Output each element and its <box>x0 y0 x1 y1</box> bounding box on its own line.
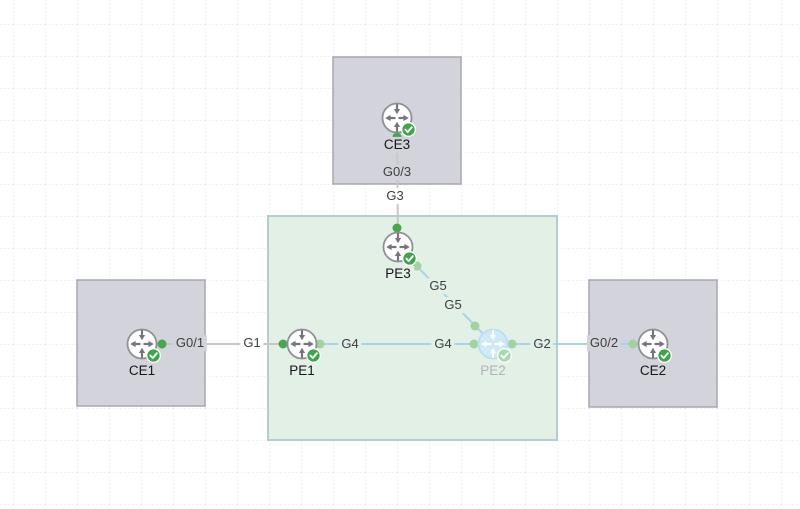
port-dot-pe2-g4 <box>469 339 479 349</box>
iface-label-ce1-g0-1[interactable]: G0/1 <box>172 335 208 351</box>
port-dot-pe1-g4 <box>315 339 325 349</box>
router-icon <box>126 328 161 363</box>
router-icon <box>286 328 321 363</box>
iface-label-ce2-g0-2[interactable]: G0/2 <box>586 335 622 351</box>
node-label-pe1[interactable]: PE1 <box>286 362 318 380</box>
node-label-ce3[interactable]: CE3 <box>380 136 414 154</box>
node-pe3[interactable]: PE3 <box>376 225 420 283</box>
node-ce2[interactable]: CE2 <box>631 322 675 380</box>
router-icon <box>477 328 512 363</box>
iface-label-ce3-g0-3[interactable]: G0/3 <box>379 164 415 180</box>
iface-label-pe2-g5[interactable]: G5 <box>441 297 465 313</box>
status-check-icon <box>146 348 161 363</box>
node-pe2[interactable]: PE2 <box>471 322 515 380</box>
router-icon <box>381 102 416 137</box>
node-label-ce2[interactable]: CE2 <box>636 362 670 380</box>
port-dot-pe2-g5 <box>470 321 480 331</box>
status-check-icon <box>657 348 672 363</box>
iface-label-pe2-g4[interactable]: G4 <box>431 336 455 352</box>
iface-label-pe1-g4[interactable]: G4 <box>338 336 362 352</box>
status-check-icon <box>497 348 512 363</box>
status-check-icon <box>401 122 416 137</box>
node-ce3[interactable]: CE3 <box>375 96 419 154</box>
port-dot-ce2-g0-2 <box>628 339 638 349</box>
port-dot-ce1-g0-1 <box>157 339 167 349</box>
iface-label-pe2-g2[interactable]: G2 <box>530 336 554 352</box>
node-label-pe2[interactable]: PE2 <box>477 362 509 380</box>
router-icon <box>637 328 672 363</box>
node-label-pe3[interactable]: PE3 <box>382 265 414 283</box>
iface-label-pe3-g3[interactable]: G3 <box>383 188 407 204</box>
node-ce1[interactable]: CE1 <box>120 322 164 380</box>
router-icon <box>382 231 417 266</box>
port-dot-pe1-g1 <box>278 339 288 349</box>
node-pe1[interactable]: PE1 <box>280 322 324 380</box>
iface-label-pe1-g1[interactable]: G1 <box>240 335 264 351</box>
iface-label-pe3-g5[interactable]: G5 <box>426 278 450 294</box>
port-dot-pe2-g2 <box>507 339 517 349</box>
status-check-icon <box>402 251 417 266</box>
port-dot-pe3-g3 <box>392 223 402 233</box>
node-label-ce1[interactable]: CE1 <box>125 362 159 380</box>
status-check-icon <box>306 348 321 363</box>
